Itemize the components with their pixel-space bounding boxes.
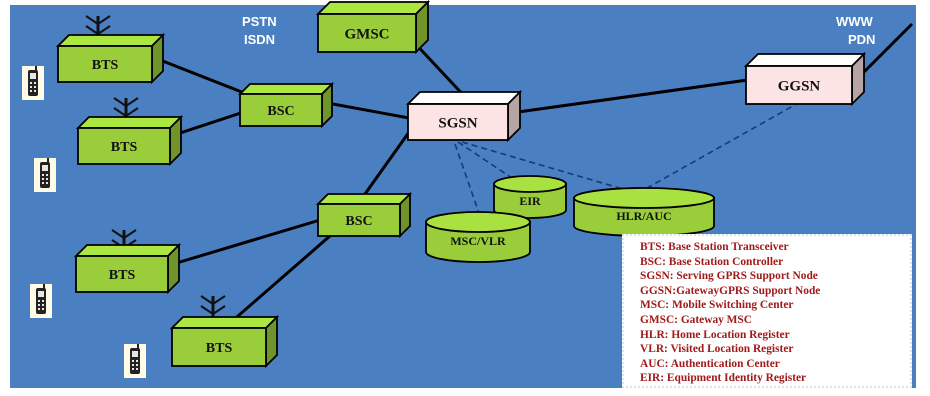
ggsn-node: GGSN [743, 51, 867, 107]
legend-item: SGSN: Serving GPRS Support Node [640, 270, 818, 283]
isdn-label: ISDN [244, 32, 275, 47]
msc-vlr-database-label: MSC/VLR [450, 234, 506, 248]
dashed-sgsn-hlrauc [461, 141, 641, 195]
msc-vlr-database: MSC/VLR [425, 211, 531, 263]
sgsn-node-label: SGSN [438, 115, 477, 131]
mobile-phone-icon [124, 344, 146, 378]
legend-item: GMSC: Gateway MSC [640, 313, 752, 326]
www-label: WWW [836, 14, 874, 29]
legend-item: BTS: Base Station Transceiver [640, 241, 789, 253]
external-labels: PSTN ISDN WWW PDN [242, 14, 875, 47]
mobile-phone-icon [22, 66, 44, 100]
legend-item: EIR: Equipment Identity Register [640, 372, 807, 385]
legend-item: VLR: Visited Location Register [640, 343, 794, 356]
pdn-label: PDN [848, 32, 875, 47]
eir-database: EIR [493, 175, 567, 219]
legend-item: GGSN:GatewayGPRS Support Node [640, 284, 821, 297]
hlr-auc-database: HLR/AUC [573, 187, 715, 237]
bts-node-4: BTS [169, 314, 280, 369]
mobile-phone-icon [34, 158, 56, 192]
bts-node-2-label: BTS [111, 140, 138, 155]
sgsn-node: SGSN [405, 89, 523, 143]
bsc-node-2-label: BSC [345, 214, 372, 229]
legend-item: BSC: Base Station Controller [640, 255, 784, 268]
bts-node-3-label: BTS [109, 268, 136, 283]
link-ggsn-pdn [858, 22, 914, 78]
legend-item: AUC: Authentication Center [640, 357, 780, 370]
bsc-node-1-label: BSC [267, 104, 294, 119]
legend-item: MSC: Mobile Switching Center [640, 299, 794, 312]
dashed-ggsn-hlrauc [639, 101, 801, 193]
bts-node-3: BTS [73, 242, 182, 295]
bts-node-2: BTS [75, 114, 184, 167]
network-nodes: GMSC BTS BTS BTS BTS BSC BSC SGSN GGSN [55, 0, 867, 369]
link-sgsn-ggsn [517, 76, 763, 114]
legend-item: HLR: Home Location Register [640, 328, 790, 341]
bts-node-4-label: BTS [206, 341, 233, 356]
pstn-label: PSTN [242, 14, 277, 29]
link-bts3-bsc2 [159, 212, 341, 270]
bts-node-1: BTS [55, 32, 166, 85]
dashed-sgsn-eir [457, 141, 516, 181]
eir-database-label: EIR [519, 194, 541, 208]
bsc-node-1: BSC [237, 81, 335, 129]
bts-node-1-label: BTS [92, 58, 119, 73]
bsc-node-2: BSC [315, 191, 413, 239]
gmsc-node: GMSC [315, 0, 431, 55]
dashed-sgsn-mscvlr [454, 143, 481, 217]
hlr-auc-database-label: HLR/AUC [616, 209, 671, 223]
gmsc-node-label: GMSC [345, 26, 390, 42]
dashed-links [454, 101, 801, 217]
ggsn-node-label: GGSN [778, 78, 821, 94]
mobile-phone-icon [30, 284, 52, 318]
